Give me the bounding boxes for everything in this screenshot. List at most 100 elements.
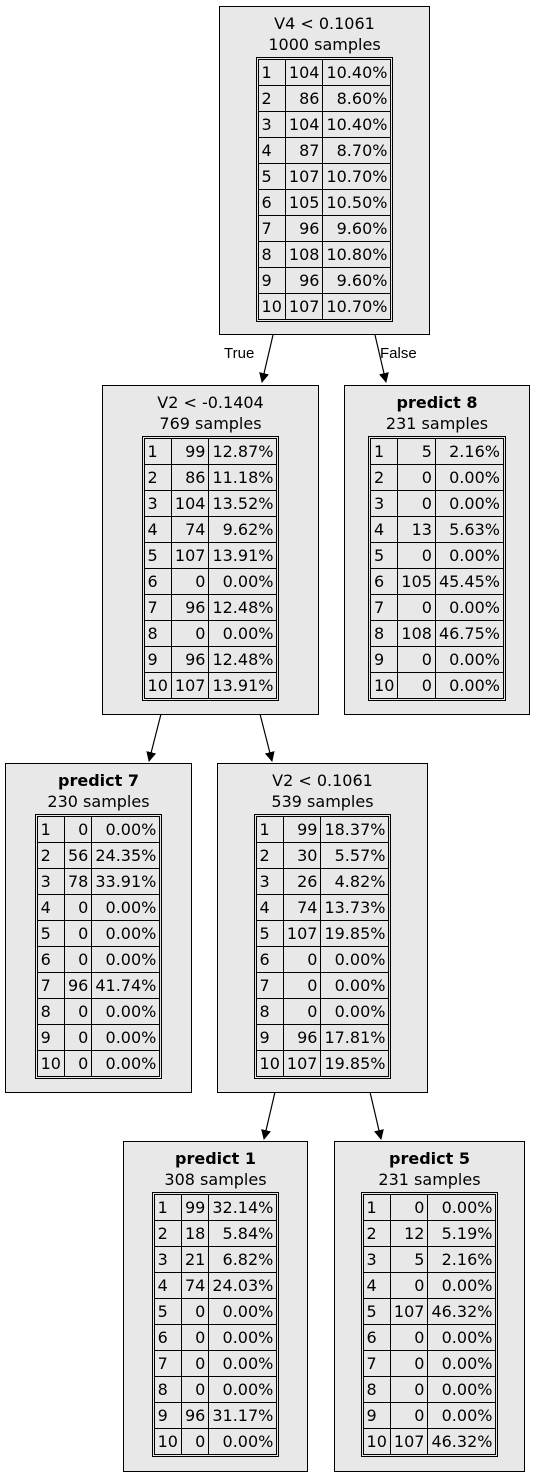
class-percent: 10.40%: [322, 59, 392, 86]
class-label: 10: [362, 1428, 391, 1455]
class-count: 0: [63, 946, 93, 973]
class-percent: 17.81%: [320, 1024, 390, 1051]
class-percent: 4.82%: [320, 868, 390, 895]
class-percent: 0.00%: [427, 1350, 497, 1377]
edge-root-to-predict-8: [374, 334, 389, 383]
class-label: 8: [370, 620, 399, 647]
node-samples: 769 samples: [159, 414, 262, 433]
class-label: 1: [143, 438, 172, 465]
class-label: 1: [257, 59, 286, 86]
class-count: 30: [282, 842, 322, 869]
class-percent: 8.70%: [322, 137, 392, 164]
class-count: 0: [397, 464, 436, 491]
class-percent: 0.00%: [434, 464, 504, 491]
class-percent: 0.00%: [208, 620, 278, 647]
class-count: 13: [397, 516, 436, 543]
class-percent: 5.84%: [208, 1220, 278, 1247]
class-percent: 0.00%: [427, 1194, 497, 1221]
class-percent: 6.82%: [208, 1246, 278, 1273]
class-count: 56: [63, 842, 93, 869]
class-count: 0: [180, 1324, 210, 1351]
class-percent: 13.91%: [208, 542, 278, 569]
class-label: 1: [255, 816, 284, 843]
class-percent: 0.00%: [208, 1298, 278, 1325]
class-label: 7: [143, 594, 172, 621]
class-percent: 0.00%: [208, 1350, 278, 1377]
class-count: 99: [282, 816, 322, 843]
class-count: 87: [284, 137, 324, 164]
class-label: 8: [153, 1376, 182, 1403]
class-label: 1: [153, 1194, 182, 1221]
class-count: 12: [389, 1220, 429, 1247]
class-percent: 18.37%: [320, 816, 390, 843]
class-count: 104: [170, 490, 210, 517]
class-count: 96: [284, 267, 324, 294]
class-label: 5: [370, 542, 399, 569]
class-label: 10: [153, 1428, 182, 1455]
class-label: 1: [36, 816, 65, 843]
class-percent: 0.00%: [320, 972, 390, 999]
class-label: 10: [143, 672, 172, 699]
class-percent: 12.48%: [208, 646, 278, 673]
class-percent: 46.75%: [434, 620, 504, 647]
class-count: 0: [389, 1272, 429, 1299]
class-count: 107: [170, 672, 210, 699]
class-label: 6: [153, 1324, 182, 1351]
class-label: 8: [36, 998, 65, 1025]
class-percent: 9.60%: [322, 267, 392, 294]
class-label: 5: [257, 163, 286, 190]
class-label: 8: [143, 620, 172, 647]
class-count: 5: [397, 438, 436, 465]
class-label: 5: [143, 542, 172, 569]
class-count: 0: [180, 1298, 210, 1325]
class-percent: 0.00%: [91, 946, 161, 973]
class-count: 0: [397, 594, 436, 621]
node-samples: 231 samples: [385, 414, 489, 433]
class-count: 0: [170, 568, 210, 595]
class-count: 107: [389, 1428, 429, 1455]
class-count: 107: [282, 920, 322, 947]
class-label: 5: [255, 920, 284, 947]
class-label: 6: [370, 568, 399, 595]
class-count: 107: [282, 1050, 322, 1077]
class-percent: 19.85%: [320, 1050, 390, 1077]
class-count: 18: [180, 1220, 210, 1247]
class-percent: 0.00%: [91, 920, 161, 947]
class-label: 9: [257, 267, 286, 294]
node-title: predict 1: [175, 1149, 256, 1168]
class-percent: 0.00%: [208, 1428, 278, 1455]
class-count: 105: [397, 568, 436, 595]
class-count: 107: [170, 542, 210, 569]
class-count: 0: [63, 998, 93, 1025]
class-percent: 31.17%: [208, 1402, 278, 1429]
class-label: 2: [362, 1220, 391, 1247]
class-count: 107: [284, 163, 324, 190]
class-label: 2: [255, 842, 284, 869]
class-count: 96: [284, 215, 324, 242]
